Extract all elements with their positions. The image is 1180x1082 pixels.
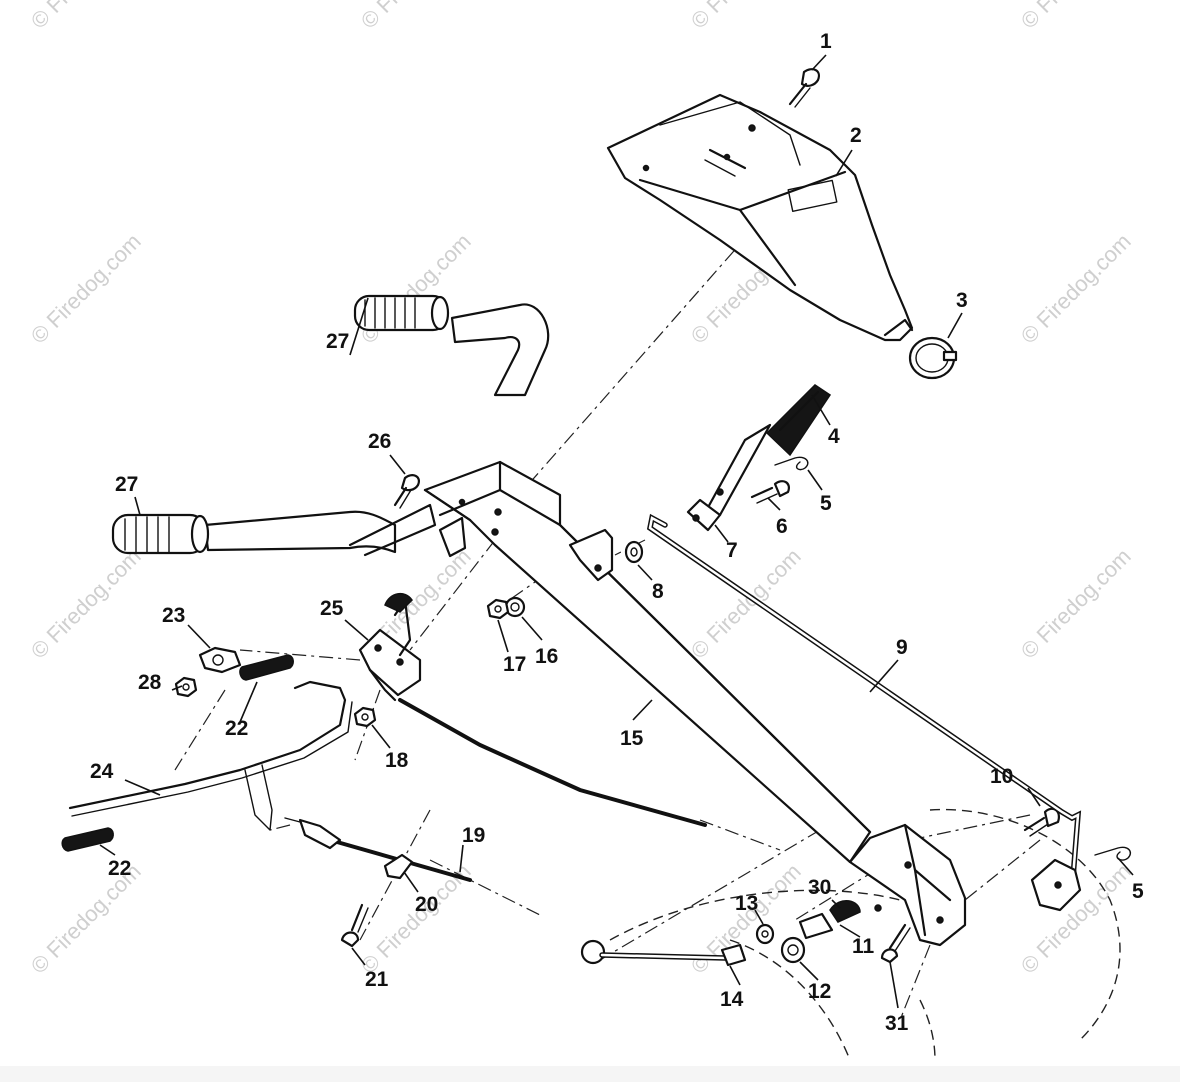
callout-19: 19 xyxy=(462,824,485,847)
callout-30: 30 xyxy=(808,876,831,899)
leader-lines xyxy=(99,54,1134,1009)
watermark-text: © Firedog.com xyxy=(356,0,476,34)
washer-13 xyxy=(755,923,775,945)
watermark-text: © Firedog.com xyxy=(26,0,146,34)
callout-27b: 27 xyxy=(115,473,138,496)
nut-18 xyxy=(353,706,377,728)
hairpin-clip-upper xyxy=(774,456,809,471)
callout-labels: 1 2 3 4 5 5 6 7 8 9 10 11 12 13 14 15 16… xyxy=(90,30,1144,1035)
callout-15: 15 xyxy=(620,727,644,750)
cable-clamp-20 xyxy=(383,853,414,880)
watermark-text: © Firedog.com xyxy=(686,0,806,34)
wedge-11 xyxy=(798,912,834,940)
callout-16: 16 xyxy=(535,645,558,668)
handle-grip-upper xyxy=(353,294,450,332)
rod-end-fitting xyxy=(1030,858,1082,912)
watermark-text: © Firedog.com xyxy=(26,544,146,664)
callout-7: 7 xyxy=(726,539,738,562)
shift-rod xyxy=(646,513,1082,893)
washer-16 xyxy=(504,596,526,618)
callout-2: 2 xyxy=(850,124,862,147)
bolt-21 xyxy=(340,903,369,948)
callout-22b: 22 xyxy=(108,857,131,880)
knob-30 xyxy=(829,900,861,923)
callout-25: 25 xyxy=(320,597,344,620)
bolt-6 xyxy=(750,480,790,504)
callout-20: 20 xyxy=(415,893,438,916)
bottom-bar xyxy=(0,1066,1180,1082)
callout-18: 18 xyxy=(385,749,409,772)
nut-17 xyxy=(486,598,510,620)
callout-5a: 5 xyxy=(820,492,832,515)
watermark-text: © Firedog.com xyxy=(686,544,806,664)
callout-12: 12 xyxy=(808,980,831,1003)
callout-10: 10 xyxy=(990,765,1013,788)
bolt-31 xyxy=(880,923,911,964)
throttle-cable-19 xyxy=(284,817,472,882)
control-lever-25 xyxy=(358,593,422,702)
watermark-text: © Firedog.com xyxy=(1016,544,1136,664)
grip-22-upper xyxy=(239,654,294,681)
handlebar xyxy=(203,303,550,554)
handle-grip-lower xyxy=(111,513,210,555)
screw-26 xyxy=(393,474,420,509)
callout-24: 24 xyxy=(90,760,114,783)
screw-top xyxy=(788,68,820,108)
callout-23: 23 xyxy=(162,604,185,627)
callout-6: 6 xyxy=(776,515,788,538)
shift-handle-14 xyxy=(580,939,747,967)
callout-4: 4 xyxy=(828,425,840,448)
watermark-text: © Firedog.com xyxy=(26,229,146,349)
cover-shield xyxy=(606,93,914,342)
shift-lever xyxy=(686,423,772,532)
control-rod-24 xyxy=(68,680,353,831)
control-cable-15 xyxy=(398,698,707,827)
housing-outline xyxy=(609,808,1121,1061)
callout-9: 9 xyxy=(896,636,908,659)
handle-tube xyxy=(348,460,872,864)
callout-1: 1 xyxy=(820,30,832,53)
callout-26: 26 xyxy=(368,430,391,453)
callout-27a: 27 xyxy=(326,330,349,353)
retaining-ring xyxy=(908,336,958,380)
callout-13: 13 xyxy=(735,892,758,915)
lever-grip-4 xyxy=(765,384,832,457)
callout-14: 14 xyxy=(720,988,744,1011)
callout-11: 11 xyxy=(852,935,875,958)
callout-8: 8 xyxy=(652,580,664,603)
bolt-10 xyxy=(1023,807,1060,837)
callout-5b: 5 xyxy=(1132,880,1144,903)
callout-17: 17 xyxy=(503,653,526,676)
callout-22a: 22 xyxy=(225,717,248,740)
tube-bracket xyxy=(848,823,967,947)
callout-28: 28 xyxy=(138,671,162,694)
hairpin-clip-lower xyxy=(1094,846,1132,861)
nut-12 xyxy=(780,936,806,964)
watermark-layer: © Firedog.com © Firedog.com © Firedog.co… xyxy=(26,0,1136,979)
cable-clip-23 xyxy=(198,646,242,674)
grip-22-lower xyxy=(61,827,114,852)
watermark-text: © Firedog.com xyxy=(1016,229,1136,349)
callout-21: 21 xyxy=(365,968,389,991)
nut-28 xyxy=(174,676,198,698)
callout-31: 31 xyxy=(885,1012,909,1035)
bushing-8 xyxy=(624,540,644,564)
watermark-text: © Firedog.com xyxy=(1016,0,1136,34)
callout-3: 3 xyxy=(956,289,968,312)
